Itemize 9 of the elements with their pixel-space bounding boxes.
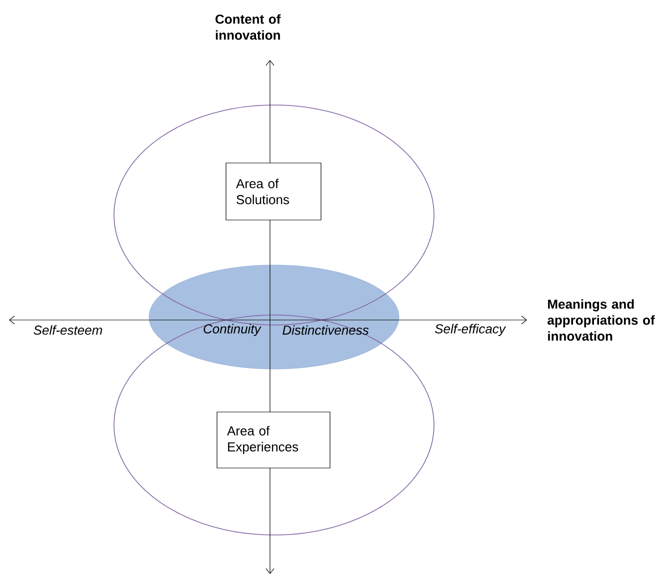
ellipse-label: Continuity [204,324,262,336]
overlap-ellipse [148,264,400,370]
pole-label: Self-esteem [34,325,102,335]
axis-title: Meanings and appropriations of innovation [548,299,655,341]
text-box: Area of Solutions [226,162,322,220]
text-box: Area of Experiences [216,412,330,468]
pole-label: Self-efficacy [434,324,506,336]
axis-title: Content of innovation [216,14,281,40]
ellipse-label: Distinctiveness [282,325,369,335]
